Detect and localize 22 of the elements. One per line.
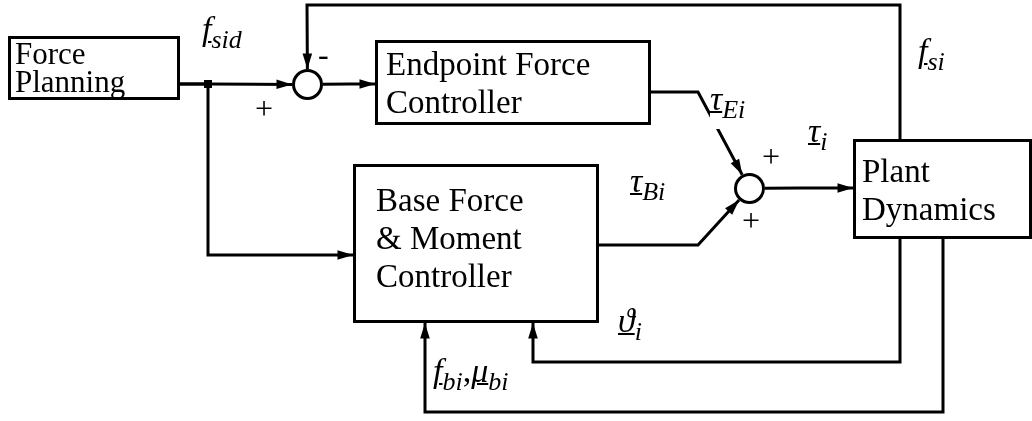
signal-arrow — [302, 3, 902, 139]
summing-junction — [292, 69, 323, 100]
block-box — [853, 139, 1032, 239]
block-label: Endpoint Force Controller — [386, 45, 592, 121]
block-label: Base Force & Moment Controller — [376, 181, 525, 295]
summing-junction — [734, 173, 765, 204]
signal-arrow — [528, 239, 902, 364]
sign-label: + — [762, 140, 781, 172]
signal-arrow — [420, 239, 945, 414]
sign-label: + — [742, 204, 761, 236]
signal-arrow — [180, 82, 354, 260]
block-box — [8, 36, 180, 100]
signal-arrow — [323, 79, 376, 89]
block-box — [353, 164, 599, 323]
signal-arrow — [599, 199, 741, 247]
sign-label: + — [255, 92, 274, 124]
block-box — [375, 40, 651, 125]
signal-arrow — [765, 183, 854, 193]
sign-label: - — [318, 38, 329, 70]
block-label: Force Planning — [15, 40, 127, 96]
signal-arrow — [651, 90, 744, 176]
block-label: Plant Dynamics — [862, 152, 997, 228]
